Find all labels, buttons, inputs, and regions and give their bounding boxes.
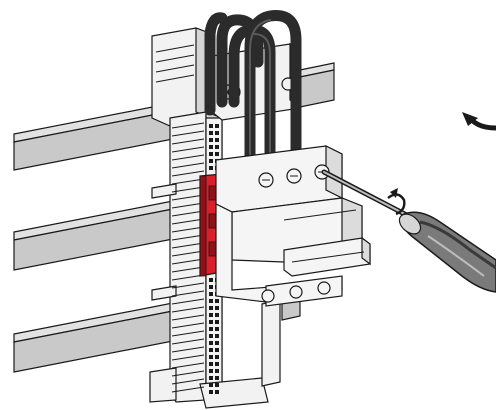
frame-rib: [171, 162, 205, 169]
frame-rib: [171, 274, 205, 281]
frame-rib: [171, 362, 205, 369]
frame-hole: [209, 334, 213, 338]
frame-rib: [171, 202, 205, 209]
frame-rib: [171, 354, 205, 361]
frame-hole: [215, 299, 219, 303]
busbar-group: [13, 62, 335, 373]
frame-hole: [215, 369, 219, 373]
rotation-arrow-icon: [387, 188, 406, 216]
circuit-breaker-module: [215, 145, 371, 307]
frame-rib: [171, 322, 205, 329]
frame-rib: [171, 306, 205, 313]
frame-rib: [171, 266, 205, 273]
frame-rib: [171, 338, 205, 345]
frame-hole: [209, 306, 213, 310]
frame-rib: [171, 290, 205, 297]
frame-rib: [171, 330, 205, 337]
frame-hole: [209, 131, 213, 135]
frame-hole: [215, 341, 219, 345]
frame-rib: [171, 386, 205, 393]
frame-hole: [209, 145, 213, 149]
frame-rib: [171, 170, 205, 177]
frame-hole: [215, 131, 219, 135]
frame-hole: [215, 327, 219, 331]
frame-rib: [171, 178, 205, 185]
frame-hole: [215, 390, 219, 394]
frame-rib: [171, 234, 205, 241]
frame-rib: [171, 298, 205, 305]
cable-bundle: [204, 10, 302, 166]
frame-hole: [215, 355, 219, 359]
frame-hole: [215, 306, 219, 310]
frame-hole: [209, 376, 213, 380]
frame-hole: [209, 327, 213, 331]
frame-hole: [209, 369, 213, 373]
frame-hole: [215, 320, 219, 324]
frame-rib: [171, 346, 205, 353]
frame-hole: [215, 124, 219, 128]
frame-hole: [209, 285, 213, 289]
frame-rib: [171, 186, 205, 193]
turn-arrow-icon: [462, 112, 496, 131]
frame-rib: [171, 314, 205, 321]
frame-rib: [171, 242, 205, 249]
frame-hole: [215, 362, 219, 366]
frame-hole: [215, 145, 219, 149]
frame-hole: [209, 348, 213, 352]
screwdriver: [321, 169, 496, 293]
frame-hole: [209, 362, 213, 366]
frame-hole: [209, 152, 213, 156]
frame-hole: [209, 320, 213, 324]
frame-rib: [171, 218, 205, 225]
frame-rib: [171, 146, 205, 153]
frame-hole: [215, 334, 219, 338]
frame-rib: [171, 226, 205, 233]
frame-hole: [209, 138, 213, 142]
frame-hole: [215, 313, 219, 317]
frame-hole: [209, 159, 213, 163]
frame-hole: [209, 299, 213, 303]
frame-hole: [209, 390, 213, 394]
frame-hole: [215, 152, 219, 156]
frame-hole: [209, 313, 213, 317]
frame-hole: [215, 348, 219, 352]
frame-hole: [209, 292, 213, 296]
frame-hole: [209, 278, 213, 282]
frame-hole: [215, 376, 219, 380]
frame-hole: [209, 355, 213, 359]
busbar-top: [13, 62, 335, 171]
frame-rib: [171, 194, 205, 201]
frame-hole: [215, 138, 219, 142]
frame-rib: [171, 378, 205, 385]
frame-rib: [171, 154, 205, 161]
frame-hole: [209, 383, 213, 387]
frame-rib: [171, 130, 205, 137]
frame-rib: [171, 370, 205, 377]
frame-hole: [209, 341, 213, 345]
frame-rib: [171, 138, 205, 145]
busbar-middle: [13, 199, 179, 271]
frame-rib: [171, 282, 205, 289]
frame-hole: [215, 383, 219, 387]
frame-rib: [171, 210, 205, 217]
frame-hole: [209, 124, 213, 128]
frame-hole: [209, 166, 213, 170]
frame-rib: [171, 258, 205, 265]
frame-rib: [171, 250, 205, 257]
frame-rib: [171, 122, 205, 129]
